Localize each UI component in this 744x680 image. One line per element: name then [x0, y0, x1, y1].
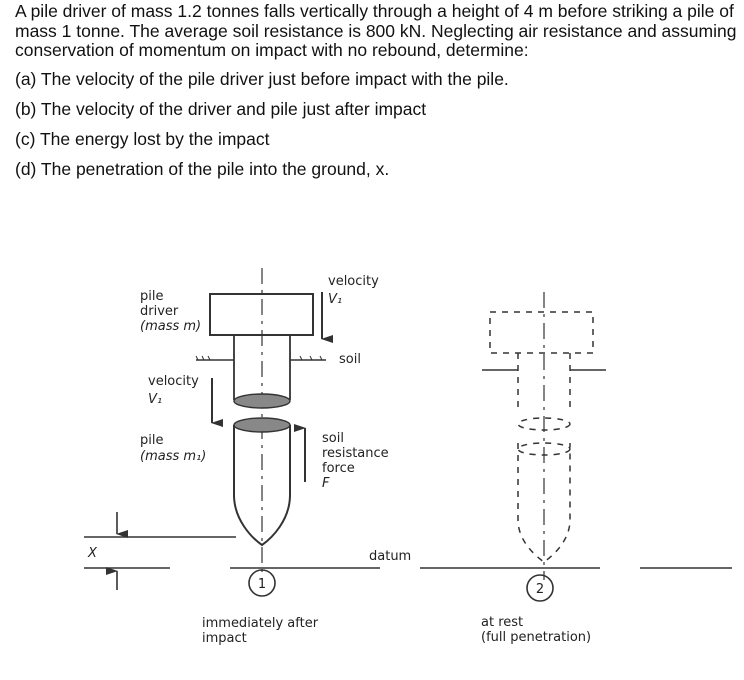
stage2-caption-line1: at rest	[481, 615, 523, 630]
question-part-a: (a) The velocity of the pile driver just…	[15, 68, 509, 89]
velocity-symbol-left: V₁	[148, 392, 162, 407]
velocity-label-left: velocity	[148, 374, 199, 389]
question-part-c: (c) The energy lost by the impact	[15, 128, 270, 149]
pile-driver-block	[209, 293, 314, 336]
pile-driver-label-line1: pile	[140, 289, 163, 304]
soil-label: soil	[339, 352, 361, 367]
soil-resistance-label-line1: soil	[322, 431, 344, 446]
pile-driver-diagram: pile driver (mass m) velocity V₁ soil ve…	[84, 268, 732, 646]
stage1-circle	[248, 569, 276, 597]
question-part-d: (d) The penetration of the pile into the…	[15, 158, 390, 179]
pile-label-line1: pile	[140, 433, 163, 448]
impact-disc-top	[233, 393, 291, 409]
velocity-symbol-top: V₁	[328, 292, 342, 307]
pile-body	[233, 425, 291, 547]
problem-text: A pile driver of mass 1.2 tonnes falls v…	[15, 1, 737, 179]
question-part-b: (b) The velocity of the driver and pile …	[15, 98, 427, 119]
stage2-number: 2	[536, 582, 544, 597]
soil-resistance-label-line2: resistance	[322, 446, 389, 461]
soil-resistance-label-line3: force	[322, 461, 355, 476]
datum-label: datum	[369, 549, 411, 564]
soil-resistance-label-line4: F	[322, 476, 330, 491]
stage2-dashed-pile	[489, 311, 594, 563]
soil-hatch	[195, 355, 323, 361]
problem-statement: A pile driver of mass 1.2 tonnes falls v…	[15, 1, 737, 60]
velocity-label-top: velocity	[328, 274, 379, 289]
stage1-caption-line2: impact	[202, 631, 247, 646]
stage2-caption-line2: (full penetration)	[481, 630, 591, 645]
x-label: X	[87, 546, 98, 561]
stage1-caption-line1: immediately after	[202, 616, 319, 631]
pile-driver-label-line3: (mass m)	[140, 319, 201, 334]
stage1-number: 1	[258, 577, 266, 592]
connector-stem	[233, 335, 291, 400]
impact-disc-bottom	[233, 417, 291, 433]
pile-label-line2: (mass m₁)	[140, 449, 206, 464]
pile-driver-label-line2: driver	[140, 304, 179, 319]
stage2-circle	[526, 574, 554, 602]
